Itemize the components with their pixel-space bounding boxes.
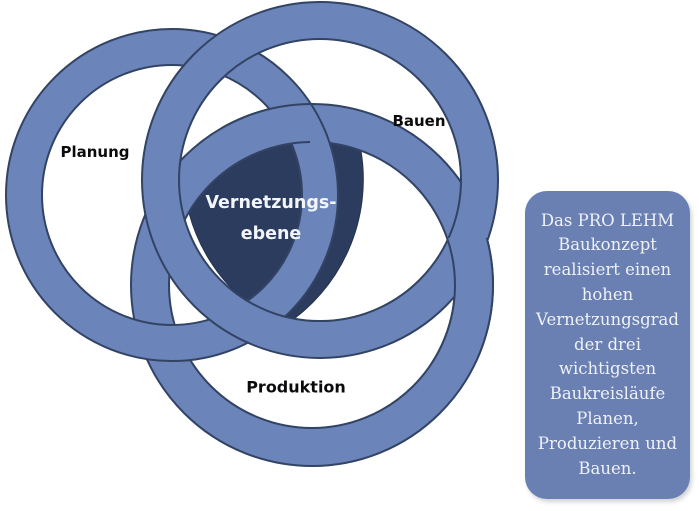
ring-bauen <box>140 1 500 359</box>
textbox-line: hohen <box>581 285 634 304</box>
textbox-line: wichtigsten <box>558 359 657 379</box>
label-produktion: Produktion <box>246 377 346 397</box>
label-planung: Planung <box>60 143 130 161</box>
textbox-line: Baukonzept <box>558 235 657 255</box>
label-vernetzungsebene-line1: Vernetzungs- <box>205 193 337 213</box>
description-textbox: Das PRO LEHM Baukonzept realisiert einen… <box>525 191 690 499</box>
textbox-line: der drei <box>574 334 641 354</box>
label-vernetzungsebene: Vernetzungs- ebene <box>205 188 336 250</box>
textbox-line: Vernetzungsgrad <box>536 309 679 329</box>
label-bauen: Bauen <box>392 112 446 130</box>
textbox-line: Das PRO LEHM <box>540 210 675 230</box>
textbox-line: Produzieren und <box>537 433 678 453</box>
textbox-line: Bauen. <box>578 458 637 478</box>
label-vernetzungsebene-line2: ebene <box>240 224 302 244</box>
textbox-line: Planen, <box>576 408 639 428</box>
ring-planung <box>4 28 340 362</box>
textbox-line: realisiert einen <box>543 260 672 280</box>
textbox-line: Baukreisläufe <box>549 384 666 404</box>
